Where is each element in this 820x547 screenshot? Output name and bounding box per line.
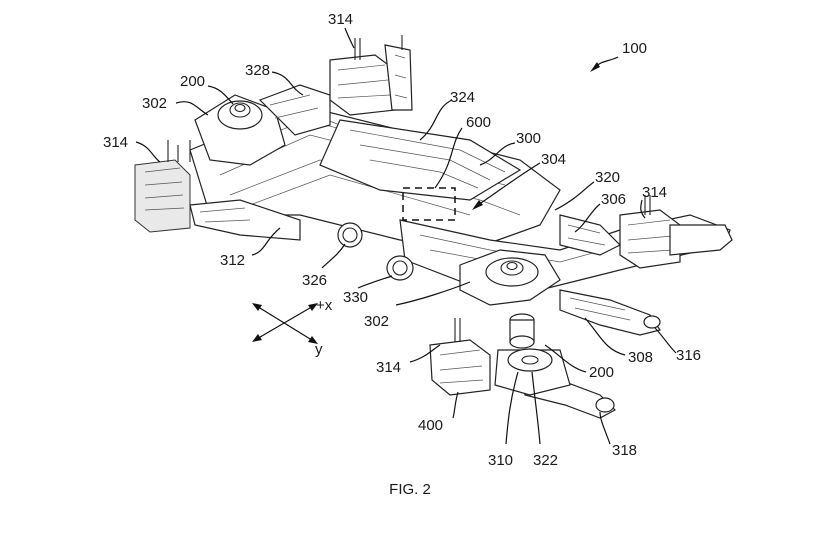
label-200-lower: 200 bbox=[589, 364, 614, 381]
label-318: 318 bbox=[612, 442, 637, 459]
label-320: 320 bbox=[595, 169, 620, 186]
label-302-lower: 302 bbox=[364, 313, 389, 330]
label-314-lower: 314 bbox=[376, 359, 401, 376]
label-314-left: 314 bbox=[103, 134, 128, 151]
label-314-right: 314 bbox=[642, 184, 667, 201]
axis-x-label: +x bbox=[316, 297, 333, 314]
leader-lines bbox=[135, 27, 677, 445]
label-400: 400 bbox=[418, 417, 443, 434]
label-302-top: 302 bbox=[142, 95, 167, 112]
label-314-top: 314 bbox=[328, 11, 353, 28]
label-312: 312 bbox=[220, 252, 245, 269]
label-200-top: 200 bbox=[180, 73, 205, 90]
label-324: 324 bbox=[450, 89, 475, 106]
axis-y-label: y bbox=[315, 341, 323, 358]
reference-labels: 100 314 328 200 302 314 324 600 300 304 … bbox=[103, 11, 701, 469]
label-306: 306 bbox=[601, 191, 626, 208]
label-308: 308 bbox=[628, 349, 653, 366]
label-300: 300 bbox=[516, 130, 541, 147]
figure-caption: FIG. 2 bbox=[389, 481, 431, 498]
label-100: 100 bbox=[622, 40, 647, 57]
label-328: 328 bbox=[245, 62, 270, 79]
label-330: 330 bbox=[343, 289, 368, 306]
label-600: 600 bbox=[466, 114, 491, 131]
axis-indicator: +x y bbox=[252, 297, 333, 358]
label-326: 326 bbox=[302, 272, 327, 289]
label-304: 304 bbox=[541, 151, 566, 168]
label-322: 322 bbox=[533, 452, 558, 469]
label-316: 316 bbox=[676, 347, 701, 364]
label-310: 310 bbox=[488, 452, 513, 469]
subframe-assembly bbox=[134, 35, 733, 419]
